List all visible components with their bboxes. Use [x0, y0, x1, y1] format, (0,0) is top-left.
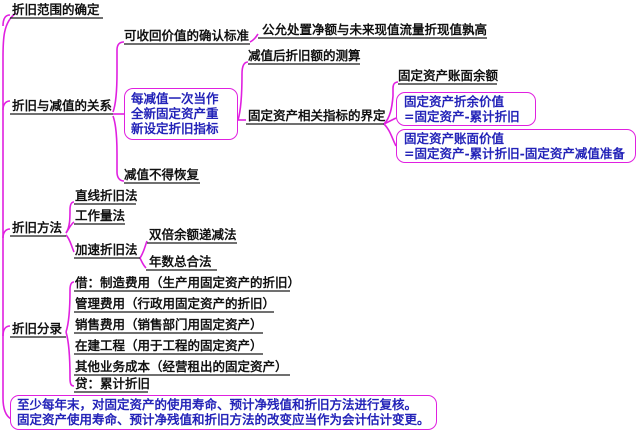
branch-to-scope — [2, 14, 11, 27]
branch-indicator-carrying — [383, 123, 397, 147]
branch-spine — [2, 12, 17, 420]
node-indicator-definition: 固定资产相关指标的界定 — [248, 108, 386, 123]
entry-admin-expense: 管理费用（行政用固定资产的折旧） — [75, 296, 276, 311]
branch-methods-mid — [65, 221, 75, 234]
net-value-line-1: 固定资产折余价值 — [404, 94, 505, 109]
branch-relation-up — [112, 41, 125, 113]
impairment-note-line-2: 全新固定资产重 — [131, 106, 219, 121]
node-relation: 折旧与减值的关系 — [12, 98, 113, 113]
node-book-balance: 固定资产账面余额 — [398, 68, 499, 83]
entry-other-cost: 其他业务成本（经营租出的固定资产） — [75, 359, 288, 374]
node-syd: 年数总合法 — [149, 254, 212, 269]
branch-to-methods — [2, 228, 11, 239]
entry-credit-accumulated: 贷：累计折旧 — [75, 376, 151, 391]
impairment-note-box: 每减值一次当作 全新固定资产重 新设定折旧指标 — [124, 88, 238, 140]
entry-debit-manufacturing: 借：制造费用（生产用固定资产的折旧） — [75, 275, 301, 290]
branch-allocation-fan2 — [65, 331, 75, 387]
review-note-box: 至少每年末，对固定资产的使用寿命、预计净残值和折旧方法进行复核。 固定资产使用寿… — [10, 395, 437, 430]
node-ddb: 双倍余额递减法 — [149, 227, 237, 242]
carrying-value-box: 固定资产账面价值 =固定资产-累计折旧-固定资产减值准备 — [396, 129, 636, 163]
entry-selling-expense: 销售费用（销售部门用固定资产） — [75, 317, 263, 332]
net-value-box: 固定资产折余价值 =固定资产-累计折旧 — [396, 92, 536, 126]
node-units-of-production: 工作量法 — [75, 208, 126, 223]
branch-relation-down — [112, 115, 125, 182]
carrying-value-line-1: 固定资产账面价值 — [404, 131, 505, 146]
node-allocation: 折旧分录 — [12, 321, 63, 336]
net-value-line-2: =固定资产-累计折旧 — [404, 109, 520, 124]
node-after-impairment-measure: 减值后折旧额的测算 — [248, 48, 361, 63]
node-methods: 折旧方法 — [12, 220, 63, 235]
node-recoverable-rule: 公允处置净额与未来现值流量折现值孰高 — [262, 22, 488, 37]
review-note-line-1: 至少每年末，对固定资产的使用寿命、预计净残值和折旧方法进行复核。 — [17, 397, 418, 412]
carrying-value-line-2: =固定资产-累计折旧-固定资产减值准备 — [404, 146, 625, 161]
node-scope: 折旧范围的确定 — [12, 2, 100, 17]
branch-to-relation — [2, 100, 11, 111]
branch-methods-up — [65, 201, 75, 234]
branch-note-up — [237, 61, 249, 121]
node-no-reversal: 减值不得恢复 — [124, 167, 200, 182]
impairment-note-line-3: 新设定折旧指标 — [131, 121, 219, 136]
branch-allocation-fan — [65, 281, 75, 333]
node-straight-line: 直线折旧法 — [75, 188, 138, 203]
node-recoverable-standard: 可收回价值的确认标准 — [124, 28, 250, 43]
branch-accelerated-down — [139, 257, 147, 269]
impairment-note-line-1: 每减值一次当作 — [131, 91, 219, 106]
node-accelerated: 加速折旧法 — [75, 242, 138, 257]
branch-to-allocation — [2, 325, 11, 337]
review-note-line-2: 固定资产使用寿命、预计净残值和折旧方法的改变应当作为会计估计变更。 — [17, 412, 430, 427]
branch-accelerated — [139, 240, 148, 259]
branch-standard — [249, 33, 259, 43]
entry-construction: 在建工程（用于工程的固定资产） — [75, 338, 263, 353]
branch-methods-down — [65, 234, 75, 253]
